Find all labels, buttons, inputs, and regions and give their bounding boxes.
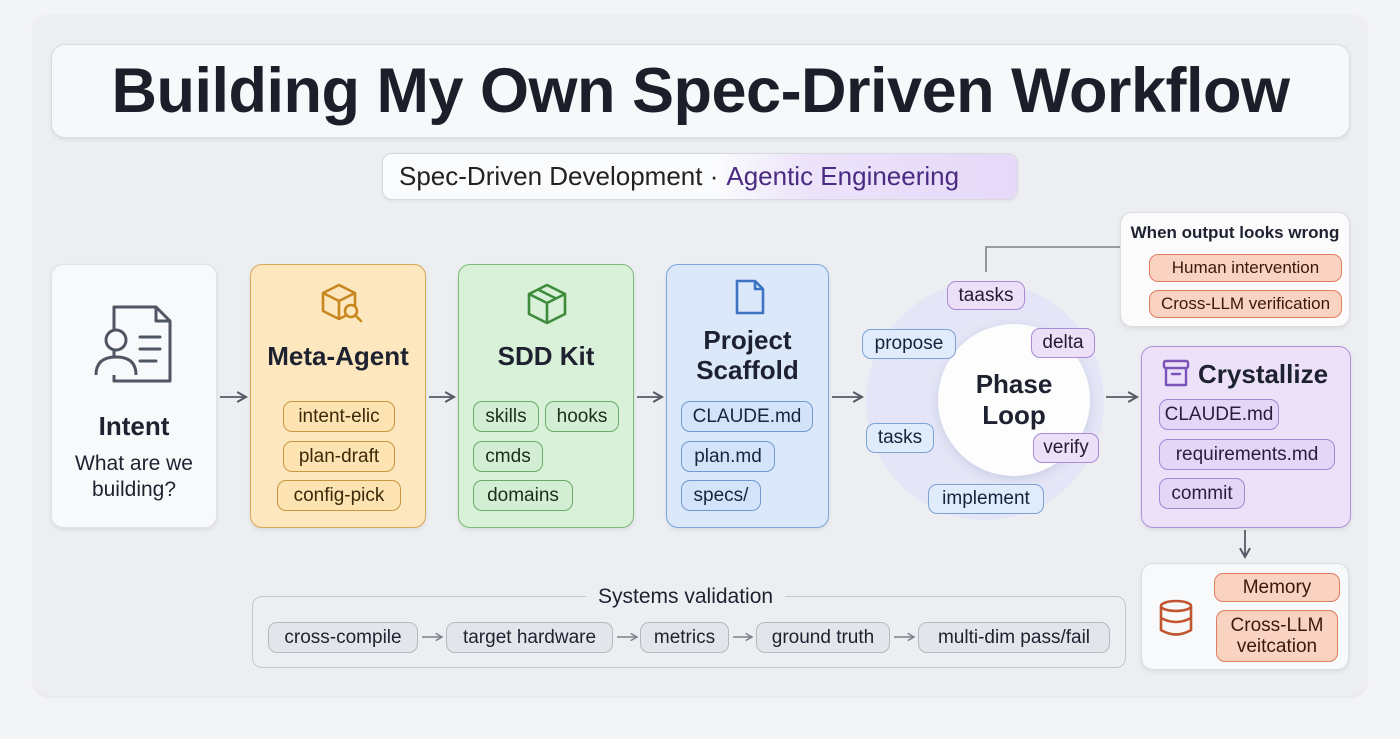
sysval-step-cross-compile: cross-compile bbox=[268, 622, 418, 653]
intent-text-line2: building? bbox=[91, 478, 177, 501]
chip-domains: domains bbox=[473, 480, 573, 511]
package-icon bbox=[527, 283, 567, 325]
loop-step-taasks: taasks bbox=[947, 281, 1025, 310]
chip-cross-llm-line1: Cross-LLM bbox=[1230, 615, 1324, 636]
subtitle-pill: Spec-Driven Development · Agentic Engine… bbox=[382, 153, 1018, 200]
scaffold-title-line2: Scaffold bbox=[696, 355, 799, 385]
loop-step-tasks: tasks bbox=[866, 423, 934, 453]
loop-step-propose: propose bbox=[862, 329, 956, 359]
cube-search-icon bbox=[321, 283, 363, 323]
chip-cross-llm-verification: Cross-LLM verification bbox=[1149, 290, 1342, 318]
meta-agent-title: Meta-Agent bbox=[267, 341, 409, 371]
crystallize-title: Crystallize bbox=[1198, 359, 1329, 389]
intent-text-line1: What are we bbox=[75, 452, 193, 475]
page-title: Building My Own Spec-Driven Workflow bbox=[111, 56, 1290, 126]
chip-commit: commit bbox=[1159, 478, 1245, 509]
sysval-step-target-hardware: target hardware bbox=[446, 622, 613, 653]
feedback-connector bbox=[985, 246, 1120, 272]
sysval-step-metrics: metrics bbox=[640, 622, 729, 653]
systems-validation-title: Systems validation bbox=[586, 584, 786, 610]
chip-cmds: cmds bbox=[473, 441, 543, 472]
chip-hooks: hooks bbox=[545, 401, 619, 432]
chip-scaffold-claude: CLAUDE.md bbox=[681, 401, 813, 432]
chip-cross-llm-line2: veitcation bbox=[1236, 636, 1318, 657]
chip-config-pick: config-pick bbox=[277, 480, 401, 511]
sdd-kit-card: SDD Kit skills hooks cmds domains bbox=[458, 264, 634, 528]
memory-card: Memory Cross-LLM veitcation bbox=[1141, 563, 1349, 670]
chip-cross-llm-veitcation: Cross-LLM veitcation bbox=[1216, 610, 1338, 662]
user-document-icon bbox=[94, 305, 172, 383]
chip-human-intervention: Human intervention bbox=[1149, 254, 1342, 282]
chip-requirements: requirements.md bbox=[1159, 439, 1335, 470]
intent-title: Intent bbox=[98, 411, 170, 441]
chip-memory: Memory bbox=[1214, 573, 1340, 602]
sysval-step-multi-dim: multi-dim pass/fail bbox=[918, 622, 1110, 653]
phase-loop-title-line2: Loop bbox=[982, 400, 1046, 430]
subtitle-right: Agentic Engineering bbox=[718, 154, 1017, 199]
when-wrong-title: When output looks wrong bbox=[1130, 223, 1340, 242]
sdd-kit-title: SDD Kit bbox=[497, 341, 595, 371]
scaffold-title-line1: Project bbox=[703, 325, 792, 355]
loop-step-delta: delta bbox=[1031, 328, 1095, 358]
crystallize-card: Crystallize CLAUDE.md requirements.md co… bbox=[1141, 346, 1351, 528]
chip-intent-elic: intent-elic bbox=[283, 401, 395, 432]
sysval-step-ground-truth: ground truth bbox=[756, 622, 890, 653]
subtitle-left: Spec-Driven Development · bbox=[399, 161, 719, 191]
title-banner: Building My Own Spec-Driven Workflow bbox=[51, 44, 1350, 138]
chip-specs: specs/ bbox=[681, 480, 761, 511]
when-wrong-card: When output looks wrong Human interventi… bbox=[1120, 212, 1350, 327]
project-scaffold-card: Project Scaffold CLAUDE.md plan.md specs… bbox=[666, 264, 829, 528]
intent-text: What are we building? bbox=[52, 451, 216, 503]
phase-loop-title-line1: Phase bbox=[975, 369, 1053, 399]
intent-card: Intent What are we building? bbox=[51, 264, 217, 528]
loop-step-implement: implement bbox=[928, 484, 1044, 514]
scaffold-title: Project Scaffold bbox=[667, 325, 828, 385]
loop-step-verify: verify bbox=[1033, 433, 1099, 463]
chip-plan-md: plan.md bbox=[681, 441, 775, 472]
chip-crystallize-claude: CLAUDE.md bbox=[1159, 399, 1279, 430]
chip-skills: skills bbox=[473, 401, 539, 432]
database-icon bbox=[1159, 599, 1193, 636]
archive-box-icon bbox=[1162, 359, 1190, 387]
file-icon bbox=[735, 279, 765, 315]
meta-agent-card: Meta-Agent intent-elic plan-draft config… bbox=[250, 264, 426, 528]
chip-plan-draft: plan-draft bbox=[283, 441, 395, 472]
